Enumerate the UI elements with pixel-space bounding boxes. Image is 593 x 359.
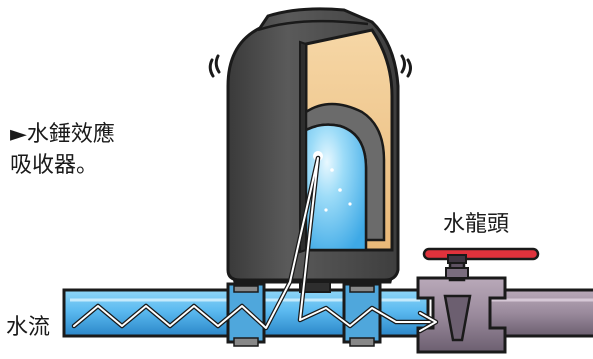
cutaway-view <box>299 28 394 254</box>
faucet-label: 水龍頭 <box>443 212 510 237</box>
faucet <box>416 247 540 354</box>
caption-line-1: ►水錘效應 <box>10 122 115 147</box>
water-pipe <box>62 282 430 347</box>
shake-mark <box>406 58 412 78</box>
shake-mark <box>400 54 406 74</box>
diagram-caption: ►水錘效應 吸收器。 <box>10 120 115 182</box>
shake-mark <box>214 54 221 74</box>
water-flow-label: 水流 <box>6 315 51 340</box>
faucet-handle <box>422 247 540 261</box>
shake-mark <box>208 58 215 78</box>
water-hammer-absorber <box>208 7 412 293</box>
caption-line-2: 吸收器。 <box>10 153 99 178</box>
flow-path <box>71 155 439 334</box>
